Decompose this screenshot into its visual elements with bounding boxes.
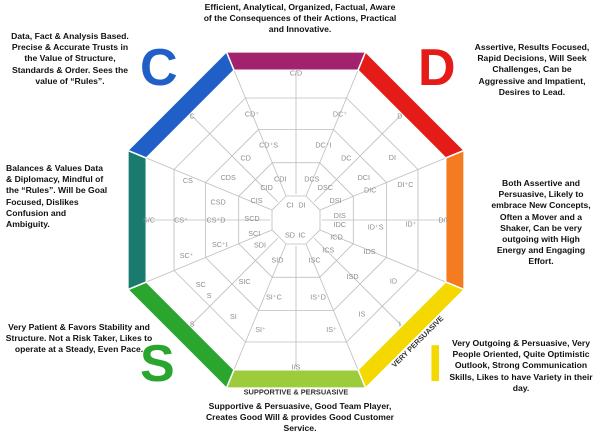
cell-label: CID bbox=[260, 183, 272, 192]
letter-c: C bbox=[140, 39, 178, 97]
wheel-cell-labels: C/D D D/I I I/S S S/C C CD⁺ DC⁺ CD⁺S DC⁺I CD DC CDI DCS… bbox=[143, 69, 448, 372]
description-top-left: Data, Fact & Analysis Based. Precise & A… bbox=[11, 31, 129, 86]
cell-label: DCI bbox=[358, 173, 370, 182]
cell-label: IC bbox=[298, 230, 305, 239]
cell-label: SID bbox=[271, 255, 283, 264]
description-bottom: Supportive & Persuasive, Good Team Playe… bbox=[205, 401, 395, 434]
cell-label: ISD bbox=[347, 272, 359, 281]
cell-label: SC⁺ bbox=[180, 251, 194, 260]
cell-label: C bbox=[189, 112, 194, 121]
cell-label: CS⁺ bbox=[174, 216, 188, 225]
band-segment bbox=[126, 50, 235, 159]
cell-label: ID⁺S bbox=[368, 223, 384, 232]
description-top-right: Assertive, Results Focused, Rapid Decisi… bbox=[474, 42, 590, 97]
band-label: ASSERTIVE & PERSUASIVE bbox=[464, 171, 473, 270]
grid-spoke bbox=[305, 243, 359, 370]
cell-label: SCI bbox=[248, 229, 260, 238]
grid-ring bbox=[271, 195, 321, 245]
description-right: Both Assertive and Persuasive, Likely to… bbox=[491, 178, 591, 267]
grid-spoke bbox=[319, 157, 446, 211]
cell-label: ICD bbox=[330, 233, 342, 242]
cell-label: I bbox=[399, 319, 401, 328]
cell-label: CSD bbox=[211, 198, 226, 207]
cell-label: SI bbox=[230, 312, 237, 321]
grid-spoke bbox=[181, 238, 278, 335]
cell-label: S/C bbox=[143, 216, 155, 225]
cell-label: CS⁺D bbox=[207, 216, 226, 225]
cell-label: IS bbox=[359, 310, 366, 319]
cell-label: C/D bbox=[290, 69, 302, 78]
grid-spoke bbox=[233, 243, 287, 370]
cell-label: ISC bbox=[309, 255, 321, 264]
cell-label: CD⁺ bbox=[245, 109, 259, 118]
description-bottom-right: Very Outgoing & Persuasive, Very People … bbox=[449, 338, 593, 393]
letter-i: I bbox=[428, 335, 443, 393]
cell-label: DI bbox=[298, 201, 305, 210]
cell-label: CI bbox=[286, 201, 293, 210]
cell-label: SDI bbox=[254, 241, 266, 250]
cell-label: DCS bbox=[304, 174, 319, 183]
cell-label: ID bbox=[390, 276, 397, 285]
cell-label: DSC bbox=[318, 183, 333, 192]
cell-label: CD⁺S bbox=[259, 140, 278, 149]
grid-spoke bbox=[314, 105, 411, 202]
cell-label: D/I bbox=[438, 216, 447, 225]
cell-label: CIS bbox=[251, 196, 263, 205]
cell-label: SD bbox=[285, 230, 295, 239]
description-top: Efficient, Analytical, Organized, Factua… bbox=[203, 2, 397, 35]
cell-label: ICS bbox=[322, 246, 334, 255]
grid-spoke bbox=[146, 229, 273, 283]
band-segment bbox=[444, 149, 465, 291]
letter-d: D bbox=[418, 39, 456, 97]
grid-spoke bbox=[314, 238, 411, 335]
band-segment bbox=[225, 368, 367, 389]
cell-label: ID⁺ bbox=[405, 220, 416, 229]
cell-label: D bbox=[397, 112, 402, 121]
cell-label: DC⁺ bbox=[333, 109, 347, 118]
cell-label: SIC bbox=[239, 277, 251, 286]
cell-label: SI⁺C bbox=[266, 292, 282, 301]
cell-label: DC bbox=[341, 153, 351, 162]
cell-label: DSI bbox=[330, 196, 342, 205]
letter-s: S bbox=[140, 335, 175, 393]
description-left: Balances & Values Data & Diplomacy, Mind… bbox=[6, 163, 108, 230]
cell-label: DC⁺I bbox=[315, 140, 331, 149]
cell-label: I/S bbox=[292, 363, 301, 372]
description-bottom-left: Very Patient & Favors Stability and Stru… bbox=[5, 322, 153, 355]
cell-label: SCD bbox=[244, 214, 259, 223]
band-label: SUPPORTIVE & PERSUASIVE bbox=[244, 388, 349, 397]
cell-label: DI bbox=[389, 153, 396, 162]
cell-label: SC bbox=[196, 280, 206, 289]
grid-spoke bbox=[146, 157, 273, 211]
cell-label: DIC bbox=[364, 186, 376, 195]
cell-label: IS⁺ bbox=[326, 325, 337, 334]
cell-label: SI⁺ bbox=[255, 325, 266, 334]
cell-label: SC⁺I bbox=[212, 240, 228, 249]
grid-spoke bbox=[181, 105, 278, 202]
band-label: SUPPORTIVE & ANALYTICAL bbox=[120, 168, 129, 272]
grid-spoke bbox=[319, 229, 446, 283]
cell-label: CDI bbox=[274, 174, 286, 183]
cell-label: DIS bbox=[334, 211, 346, 220]
cell-label: CDS bbox=[221, 173, 236, 182]
cell-label: S bbox=[207, 291, 212, 300]
cell-label: CS bbox=[183, 176, 193, 185]
cell-label: IDS bbox=[364, 247, 376, 256]
cell-label: CD bbox=[241, 153, 251, 162]
grid-spoke bbox=[233, 70, 287, 197]
band-label: ANALYTICAL & ASSERTIVE bbox=[247, 44, 345, 53]
grid-spoke bbox=[305, 70, 359, 197]
cell-label: IS⁺D bbox=[310, 292, 326, 301]
cell-label: IDC bbox=[334, 220, 346, 229]
cell-label: S bbox=[190, 319, 195, 328]
cell-label: DI⁺C bbox=[397, 180, 413, 189]
